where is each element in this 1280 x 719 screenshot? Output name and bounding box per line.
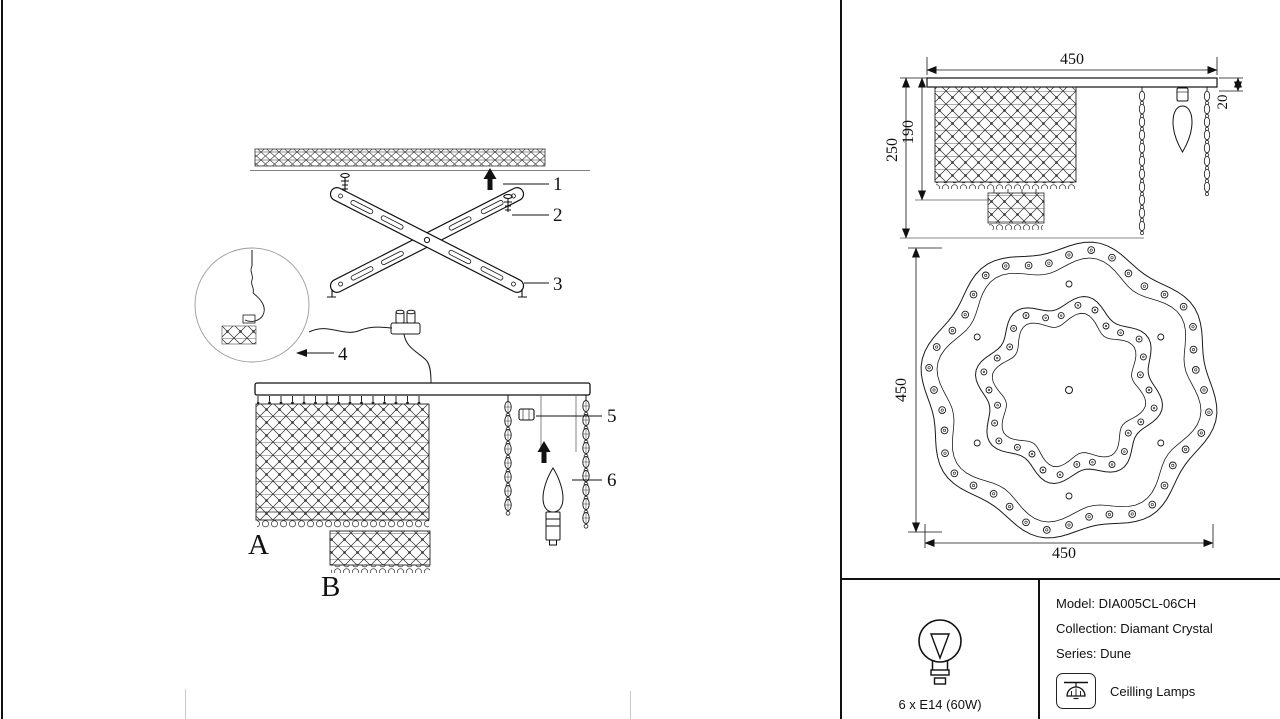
bulb-spec-cell: 6 x E14 (60W) xyxy=(842,580,1040,719)
up-arrow-icon xyxy=(483,168,497,190)
crystal-curtain-b xyxy=(329,530,431,573)
crystal-garland-strip xyxy=(250,148,590,171)
model-text: Model: DIA005CL-06CH xyxy=(1056,596,1197,611)
side-bulb xyxy=(1172,87,1193,153)
top-view-flower xyxy=(920,241,1218,539)
category-row: Ceilling Lamps xyxy=(1056,673,1280,709)
crystal-strand-right xyxy=(582,395,590,529)
leader-arrowhead xyxy=(296,349,307,357)
page-mark xyxy=(185,689,186,719)
ceiling-lamp-icon xyxy=(1056,673,1096,709)
side-strand-right xyxy=(1203,87,1211,197)
page-left-border xyxy=(1,0,3,719)
part-label-4: 4 xyxy=(338,344,348,365)
view-label-a: A xyxy=(248,529,269,561)
model-info-cell: Model: DIA005CL-06CH Collection: Diamant… xyxy=(1040,580,1280,719)
dimensions-panel: 450 20 190 250 450 450 xyxy=(884,51,1243,562)
side-view xyxy=(926,77,1218,236)
category-text: Ceilling Lamps xyxy=(1110,683,1196,699)
assembly-instructions-panel: 1 2 3 4 5 6 A B xyxy=(194,148,617,603)
dim-body-height: 190 xyxy=(900,120,917,144)
wire-connector xyxy=(308,309,432,384)
bracket-screws xyxy=(327,172,527,298)
dim-overall-height: 250 xyxy=(884,138,901,162)
part-label-5: 5 xyxy=(607,406,617,427)
candle-bulb xyxy=(542,467,564,546)
part-label-6: 6 xyxy=(607,470,617,491)
view-label-b: B xyxy=(321,571,340,603)
wiring-detail-circle xyxy=(194,247,310,363)
lamp-socket-frame xyxy=(540,395,577,452)
panel-divider xyxy=(840,0,842,719)
side-view-dimensions xyxy=(900,57,1243,239)
crystal-strand-left xyxy=(504,395,512,516)
ceiling-plate xyxy=(254,382,591,396)
dim-top-height: 450 xyxy=(893,378,910,402)
part-label-2: 2 xyxy=(553,205,563,226)
bulb-icon xyxy=(918,619,962,685)
part-label-3: 3 xyxy=(553,274,563,295)
cross-mounting-bracket xyxy=(329,187,525,293)
dim-canopy-height: 20 xyxy=(1215,95,1231,110)
crystal-curtain-a xyxy=(255,395,430,528)
dim-top-width: 450 xyxy=(1052,545,1076,562)
side-strand-left xyxy=(1138,87,1146,236)
series-text: Series: Dune xyxy=(1056,646,1132,661)
spec-panel: 6 x E14 (60W) Model: DIA005CL-06CH Colle… xyxy=(842,578,1280,719)
strand-connector xyxy=(518,408,535,421)
part-label-1: 1 xyxy=(553,174,563,195)
page-mark xyxy=(630,691,631,719)
top-view-dimensions xyxy=(908,247,1214,548)
bulb-spec: 6 x E14 (60W) xyxy=(898,697,982,712)
part-leader-lines xyxy=(307,183,602,481)
collection-text: Collection: Diamant Crystal xyxy=(1056,621,1213,636)
bulb-insert-arrow-icon xyxy=(537,441,551,463)
dim-side-width: 450 xyxy=(1060,51,1084,68)
